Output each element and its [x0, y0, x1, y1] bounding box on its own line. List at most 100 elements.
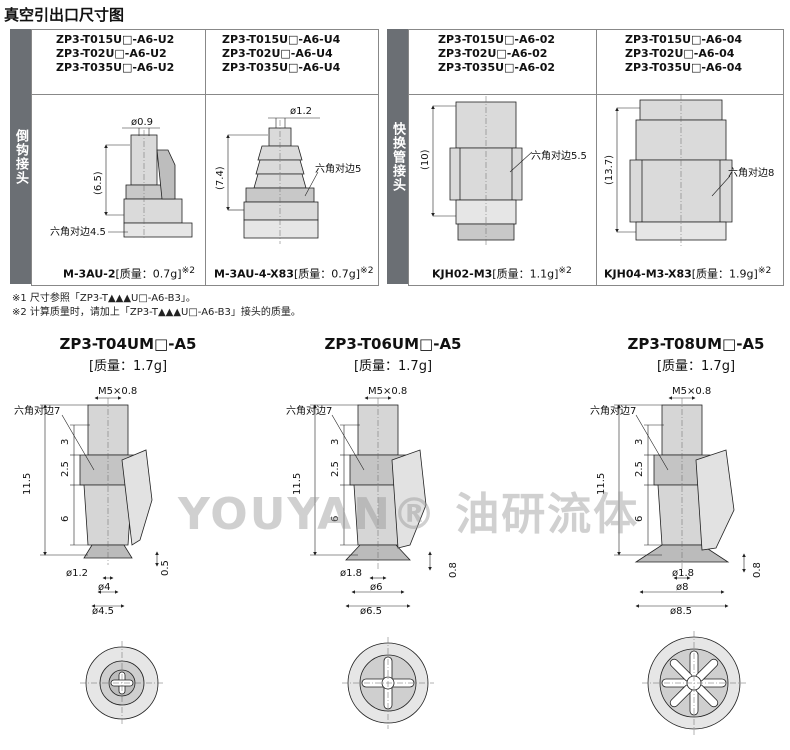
dim-b: 2.5 [60, 461, 71, 477]
dim-label: (7.4) [215, 166, 226, 190]
table-divider [596, 29, 597, 285]
model-code: ZP3-T035U□-A6-02 [438, 61, 556, 74]
cell-caption-4: KJH04-M3-X83[质量：1.9g]※2 [604, 265, 771, 282]
inner-dia: ø1.8 [340, 568, 362, 579]
cell-header-1: ZP3-T015U□-A6-U2 ZP3-T02U□-A6-U2 ZP3-T03… [56, 33, 174, 75]
mid-dia: ø6 [370, 582, 382, 593]
mass-label: [质量：1.9g] [691, 267, 758, 281]
product-mass-3: [质量：1.7g] [656, 359, 736, 374]
product-3-side-view [634, 398, 735, 572]
footnote-mark: ※2 [558, 265, 572, 276]
dim-a: 3 [634, 439, 645, 445]
section-label-quick: 快换管接头 [387, 29, 408, 284]
thread-label: M5×0.8 [98, 386, 137, 397]
product-1-side-view [79, 398, 153, 565]
thread-label: M5×0.8 [672, 386, 711, 397]
fitting-m3au2-drawing [123, 130, 193, 240]
total-height: 11.5 [292, 473, 303, 495]
cell-caption-3: KJH02-M3[质量：1.1g]※2 [432, 265, 572, 282]
hex-label: 六角对边7 [590, 404, 636, 417]
dim-label: 六角对边4.5 [50, 225, 106, 238]
inner-dia: ø1.2 [66, 568, 88, 579]
product-3-bottom-view [642, 631, 746, 735]
cell-caption-2: M-3AU-4-X83[质量：0.7g]※2 [214, 265, 374, 282]
cell-header-3: ZP3-T015U□-A6-02 ZP3-T02U□-A6-02 ZP3-T03… [438, 33, 555, 75]
part-number: M-3AU-2 [63, 267, 116, 281]
thread-label: M5×0.8 [368, 386, 407, 397]
table-divider [205, 29, 206, 285]
cell-caption-1: M-3AU-2[质量：0.7g]※2 [63, 265, 195, 282]
fitting-kjh02-drawing [449, 96, 523, 246]
model-code: ZP3-T035U□-A6-U2 [56, 61, 175, 74]
outer-dia: ø8.5 [670, 606, 692, 617]
product-2-bottom-view [342, 637, 434, 729]
cell-header-4: ZP3-T015U□-A6-04 ZP3-T02U□-A6-04 ZP3-T03… [625, 33, 742, 75]
total-height: 11.5 [596, 473, 607, 495]
watermark-logo: YOUYAN® 油研流体 [178, 489, 640, 540]
dim-a: 3 [330, 439, 341, 445]
part-number: KJH04-M3-X83 [604, 267, 692, 281]
model-code: ZP3-T035U□-A6-U4 [222, 61, 341, 74]
mid-dia: ø4 [98, 582, 110, 593]
model-code: ZP3-T015U□-A6-04 [625, 33, 743, 46]
dim-label: 六角对边8 [728, 166, 774, 179]
lip-dim: 0.8 [752, 562, 763, 578]
product-title-1: ZP3-T04UM□-A5 [59, 335, 197, 353]
product-title-2: ZP3-T06UM□-A5 [324, 335, 462, 353]
model-code: ZP3-T02U□-A6-04 [625, 47, 735, 60]
mid-dia: ø8 [676, 582, 688, 593]
part-number: KJH02-M3 [432, 267, 493, 281]
table-divider [408, 94, 783, 95]
dim-c: 6 [60, 516, 71, 522]
lip-dim: 0.8 [448, 562, 459, 578]
dim-label: ø1.2 [290, 106, 312, 117]
dim-c: 6 [634, 516, 645, 522]
model-code: ZP3-T015U□-A6-U2 [56, 33, 175, 46]
product-mass-2: [质量：1.7g] [353, 359, 433, 374]
fitting-kjh04-drawing [629, 94, 733, 246]
cell-header-2: ZP3-T015U□-A6-U4 ZP3-T02U□-A6-U4 ZP3-T03… [222, 33, 340, 75]
inner-dia: ø1.8 [672, 568, 694, 579]
mass-label: [质量：0.7g] [115, 267, 182, 281]
dim-label: 六角对边5 [315, 162, 361, 175]
dim-label: (13.7) [604, 155, 615, 185]
model-code: ZP3-T02U□-A6-U4 [222, 47, 333, 60]
dim-label: (6.5) [93, 171, 104, 195]
hex-label: 六角对边7 [14, 404, 60, 417]
product-2-side-view [345, 398, 427, 570]
footnote-2: ※2 计算质量时，请加上「ZP3-T▲▲▲U□-A6-B3」接头的质量。 [12, 307, 301, 318]
model-code: ZP3-T02U□-A6-02 [438, 47, 548, 60]
outer-dia: ø6.5 [360, 606, 382, 617]
section-label-barb: 倒钩接头 [10, 29, 31, 284]
dim-c: 6 [330, 516, 341, 522]
product-1-bottom-view [80, 641, 164, 725]
page-title: 真空引出口尺寸图 [4, 6, 125, 24]
part-number: M-3AU-4-X83 [214, 267, 294, 281]
mass-label: [质量：1.1g] [492, 267, 559, 281]
footnote-mark: ※2 [757, 265, 772, 276]
hex-label: 六角对边7 [286, 404, 332, 417]
footnote-mark: ※2 [360, 265, 374, 276]
section-label-quick-text: 快换管接头 [390, 121, 405, 192]
model-code: ZP3-T035U□-A6-04 [625, 61, 743, 74]
total-height: 11.5 [22, 473, 33, 495]
dim-label: (10) [420, 149, 431, 170]
product-title-3: ZP3-T08UM□-A5 [627, 335, 765, 353]
dim-label: ø0.9 [131, 117, 153, 128]
product-mass-1: [质量：1.7g] [88, 359, 168, 374]
mass-label: [质量：0.7g] [293, 267, 361, 281]
table-divider [31, 94, 378, 95]
outer-dia: ø4.5 [92, 606, 114, 617]
footnote-mark: ※2 [181, 265, 196, 276]
section-label-barb-text: 倒钩接头 [13, 128, 28, 185]
fitting-m3au4-drawing [243, 120, 319, 244]
lip-dim: 0.5 [160, 560, 171, 576]
dim-a: 3 [60, 439, 71, 445]
model-code: ZP3-T015U□-A6-02 [438, 33, 556, 46]
dim-b: 2.5 [330, 461, 341, 477]
footnote-1: ※1 尺寸参照「ZP3-T▲▲▲U□-A6-B3」。 [12, 293, 196, 304]
model-code: ZP3-T015U□-A6-U4 [222, 33, 341, 46]
dim-label: 六角对边5.5 [531, 149, 587, 162]
